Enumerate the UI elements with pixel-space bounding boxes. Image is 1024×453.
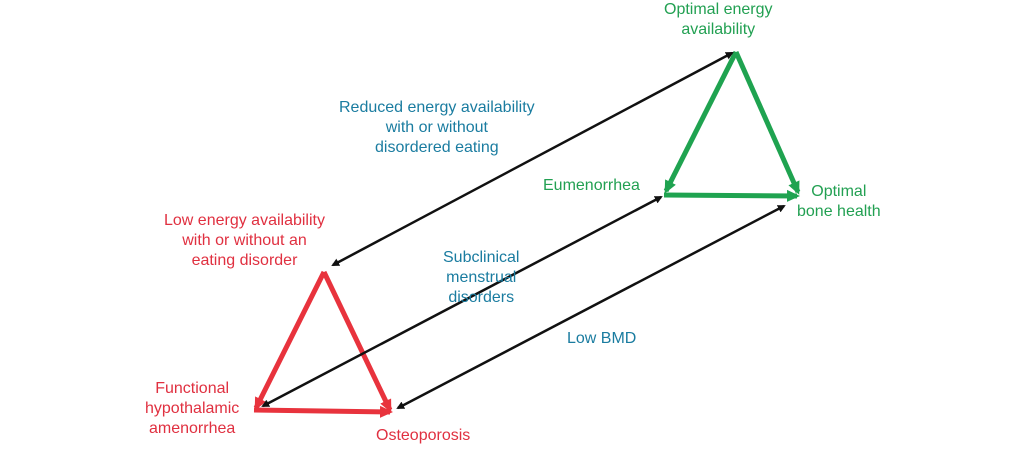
label-line: Low energy availability bbox=[164, 212, 325, 229]
red-edge-bottom bbox=[253, 405, 393, 418]
label-line: eating disorder bbox=[191, 252, 298, 269]
bone-spectrum-arrow bbox=[396, 204, 786, 410]
label-line: Optimal bbox=[811, 183, 867, 200]
red-edge-left bbox=[253, 270, 327, 411]
optimal-bone-health-label: Optimal bone health bbox=[797, 182, 881, 222]
label-line: menstrual bbox=[446, 269, 517, 286]
functional-amenorrhea-label: Functional hypothalamic amenorrhea bbox=[145, 379, 239, 439]
label-line: availability bbox=[681, 21, 756, 38]
optimal-energy-label: Optimal energy availability bbox=[664, 0, 773, 40]
low-bmd-label: Low BMD bbox=[567, 330, 637, 347]
label-line: disorders bbox=[448, 289, 515, 306]
green-edge-left bbox=[663, 50, 739, 194]
label-line: disordered eating bbox=[375, 139, 499, 156]
green-triangle bbox=[663, 50, 801, 202]
green-edge-right bbox=[733, 50, 801, 195]
green-edge-bottom bbox=[663, 189, 800, 202]
red-edge-right bbox=[321, 270, 393, 413]
label-line: bone health bbox=[797, 203, 881, 220]
eumenorrhea-label: Eumenorrhea bbox=[543, 177, 640, 194]
reduced-energy-label: Reduced energy availability with or with… bbox=[339, 98, 535, 158]
subclinical-menstrual-label: Subclinical menstrual disorders bbox=[443, 248, 519, 308]
energy-spectrum-arrow bbox=[331, 51, 734, 267]
label-line: Optimal energy bbox=[664, 1, 773, 18]
osteoporosis-label: Osteoporosis bbox=[376, 427, 471, 444]
low-energy-label: Low energy availability with or without … bbox=[164, 211, 325, 271]
red-triangle bbox=[253, 270, 393, 418]
label-line: with or without bbox=[385, 119, 488, 136]
label-line: Functional bbox=[155, 380, 230, 397]
label-line: Subclinical bbox=[443, 249, 520, 266]
label-line: Reduced energy availability bbox=[339, 99, 535, 116]
label-line: amenorrhea bbox=[149, 420, 236, 437]
label-line: hypothalamic bbox=[145, 400, 240, 417]
label-line: with or without an bbox=[182, 232, 307, 249]
